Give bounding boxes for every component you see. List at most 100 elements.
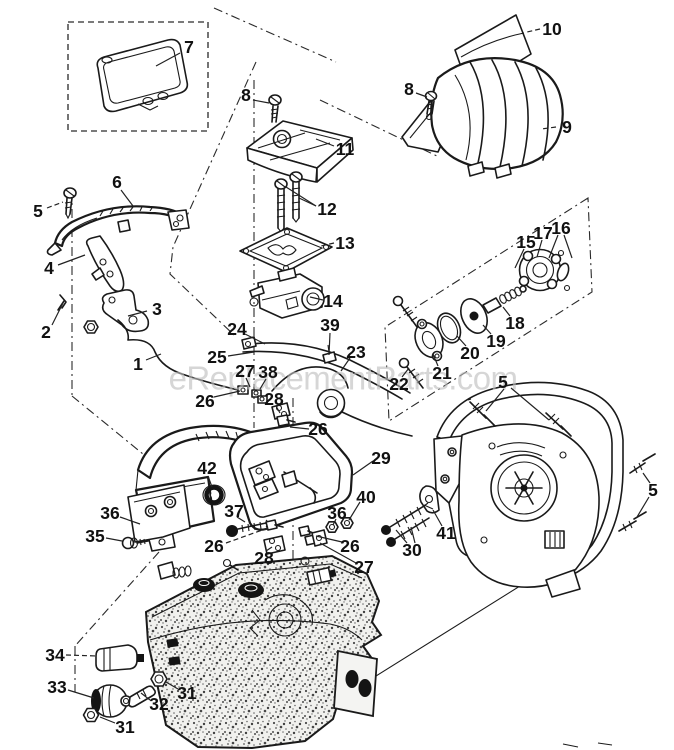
latch-spring bbox=[157, 558, 239, 580]
part-1-wire bbox=[117, 319, 239, 391]
callout-leader-30 bbox=[395, 529, 408, 544]
callout-26: 26 bbox=[195, 391, 215, 411]
callout-leader-34 bbox=[65, 654, 98, 657]
callout-16: 16 bbox=[551, 218, 571, 238]
part-5-screw-d bbox=[618, 511, 647, 532]
callout-leader-16 bbox=[548, 234, 559, 259]
callout-leader-3 bbox=[127, 310, 148, 317]
part-31-nut-lower bbox=[82, 707, 100, 723]
callout-3: 3 bbox=[152, 299, 162, 319]
callout-leader-29 bbox=[352, 460, 374, 476]
part-32-screw bbox=[128, 685, 156, 708]
callout-leader-32 bbox=[140, 692, 151, 701]
callout-38: 38 bbox=[258, 362, 278, 382]
engine-housing bbox=[457, 423, 600, 598]
callout-leader-8 bbox=[415, 92, 428, 98]
callout-leader-36 bbox=[332, 518, 337, 526]
callout-leader-15 bbox=[514, 248, 525, 269]
callout-27: 27 bbox=[235, 361, 254, 381]
part-29-handle-frame bbox=[228, 421, 354, 531]
callout-leader-38 bbox=[259, 378, 267, 390]
callout-20: 20 bbox=[460, 343, 480, 363]
callout-leader-35 bbox=[105, 537, 123, 542]
callout-leader-22 bbox=[401, 367, 410, 378]
tank-side-panel bbox=[333, 649, 378, 718]
callout-26: 26 bbox=[340, 536, 360, 556]
callout-leader-9 bbox=[540, 126, 557, 130]
callout-34: 34 bbox=[45, 645, 65, 665]
callout-leader-42 bbox=[207, 475, 213, 488]
callout-28: 28 bbox=[254, 548, 274, 568]
callout-leader-5 bbox=[485, 388, 505, 412]
callout-32: 32 bbox=[149, 694, 169, 714]
callout-40: 40 bbox=[356, 487, 376, 507]
callout-leader-31 bbox=[165, 681, 179, 690]
callout-8: 8 bbox=[404, 79, 414, 99]
callout-31: 31 bbox=[177, 683, 197, 703]
part-42-grommet bbox=[202, 484, 226, 506]
callout-31: 31 bbox=[115, 717, 135, 737]
pump-group-box bbox=[384, 197, 593, 422]
callout-24: 24 bbox=[227, 319, 247, 339]
callout-leader-28 bbox=[275, 405, 281, 414]
callout-leader-36 bbox=[119, 516, 141, 525]
callout-26: 26 bbox=[308, 419, 328, 439]
callout-6: 6 bbox=[112, 172, 122, 192]
callout-leader-25 bbox=[227, 351, 255, 357]
part-35-screw bbox=[121, 536, 149, 550]
part-34-plug bbox=[95, 644, 144, 672]
part-23-swivel-elbow bbox=[271, 366, 413, 437]
part-2-nut-and-clip bbox=[57, 294, 99, 334]
callout-leader-5 bbox=[46, 201, 64, 209]
part-22-screws bbox=[392, 295, 424, 389]
callout-leader-33 bbox=[67, 689, 95, 699]
callout-7: 7 bbox=[184, 37, 194, 57]
part-41-clip bbox=[419, 485, 440, 514]
part-4-trigger-lever bbox=[85, 235, 125, 293]
part-5-screw-top-left bbox=[63, 187, 77, 220]
callout-14: 14 bbox=[323, 291, 343, 311]
callout-leader-8 bbox=[252, 99, 270, 104]
callout-leader-19 bbox=[482, 324, 492, 335]
part-36-nut-right bbox=[325, 520, 339, 534]
callout-leader-26 bbox=[315, 535, 343, 543]
callout-leader-20 bbox=[456, 335, 467, 347]
callout-leader-28 bbox=[265, 546, 273, 552]
callout-leader-5 bbox=[642, 472, 651, 484]
callout-11: 11 bbox=[336, 139, 355, 159]
part-9-muffler bbox=[401, 57, 564, 179]
callout-leader-16 bbox=[563, 234, 573, 259]
inset-box-part7 bbox=[67, 21, 209, 132]
part-26-bolt-mid bbox=[265, 519, 284, 531]
part-36-bracket-left bbox=[127, 484, 191, 543]
callout-25: 25 bbox=[207, 347, 227, 367]
part-33-bushing bbox=[91, 684, 132, 718]
callout-5: 5 bbox=[33, 201, 43, 221]
callout-leader-30 bbox=[410, 526, 416, 544]
callout-leader-31 bbox=[99, 716, 116, 724]
callout-36: 36 bbox=[327, 503, 347, 523]
callout-leader-27 bbox=[319, 542, 357, 564]
part-5-screw-b bbox=[545, 412, 572, 437]
callout-leader-24 bbox=[244, 333, 266, 345]
callout-28: 28 bbox=[264, 389, 284, 409]
callout-leader-26 bbox=[213, 390, 241, 398]
callout-leader-40 bbox=[348, 501, 361, 521]
part-8-screw-left bbox=[268, 94, 282, 123]
callout-leader-10 bbox=[526, 28, 541, 33]
part-13-filter-plate bbox=[239, 227, 333, 273]
callout-leader-23 bbox=[340, 357, 351, 372]
callout-leader-5 bbox=[510, 387, 550, 421]
callout-42: 42 bbox=[197, 458, 217, 478]
part-5-screw-c bbox=[629, 453, 656, 474]
callout-leader-11 bbox=[315, 138, 335, 147]
callout-13: 13 bbox=[335, 233, 355, 253]
crankcase-fuel-tank bbox=[144, 554, 383, 750]
callout-5: 5 bbox=[498, 372, 508, 392]
part-17-pump-body bbox=[518, 248, 571, 292]
callout-leader-37 bbox=[236, 516, 246, 523]
callout-23: 23 bbox=[346, 342, 366, 362]
